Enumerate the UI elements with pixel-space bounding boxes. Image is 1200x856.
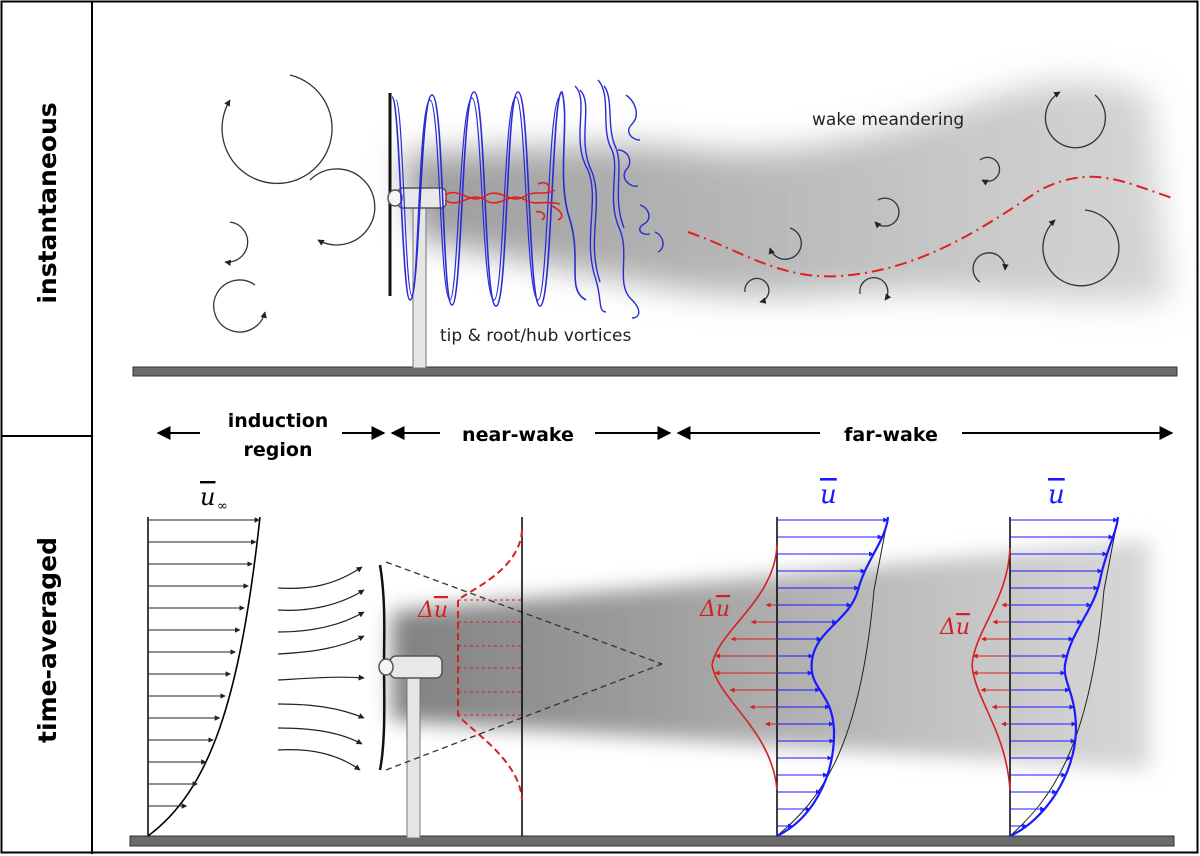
region-induction-line1: induction — [228, 410, 329, 432]
label-delta-u-far-2: Δu — [939, 615, 970, 640]
induction-streamlines — [277, 566, 365, 771]
circular-arrow-icon — [972, 252, 1009, 283]
panel-label-instantaneous: instantaneous — [33, 102, 62, 303]
turbine-instantaneous — [387, 93, 447, 369]
near-wake-profile — [457, 517, 523, 836]
svg-text:Δu: Δu — [417, 598, 448, 623]
region-far-wake: far-wake — [844, 424, 938, 446]
circular-arrow-icon — [221, 74, 333, 185]
circular-arrow-icon — [874, 197, 900, 229]
wake-shading-instantaneous — [400, 81, 1170, 303]
circular-arrow-icon — [979, 156, 1001, 186]
hub-vortex — [444, 181, 563, 221]
tip-vortex-helix-inner — [395, 96, 561, 301]
region-induction-line2: region — [244, 439, 313, 461]
svg-text:Δu: Δu — [699, 597, 730, 622]
label-u-inf-subscript: ∞ — [217, 499, 228, 514]
eddies-downstream — [744, 91, 1120, 304]
label-tip-root-vortices: tip & root/hub vortices — [440, 326, 631, 346]
circular-arrow-icon — [1044, 91, 1107, 149]
label-wake-meandering: wake meandering — [812, 110, 964, 130]
ground-top — [132, 366, 1178, 377]
label-u-bar-2: u — [1048, 480, 1065, 510]
circular-arrow-icon — [1042, 209, 1120, 287]
label-u-inf: u — [200, 483, 215, 511]
label-delta-u-far-1: Δu — [699, 597, 730, 622]
circular-arrow-icon — [213, 279, 267, 333]
panel-label-time-averaged: time-averaged — [33, 537, 62, 743]
eddies-upstream — [213, 74, 376, 333]
circular-arrow-icon — [744, 277, 770, 304]
region-near-wake: near-wake — [462, 424, 574, 446]
wake-centerline — [687, 175, 1173, 278]
inflow-velocity-profile — [147, 516, 261, 837]
label-delta-u-near: Δu — [417, 598, 448, 623]
circular-arrow-icon — [859, 276, 892, 301]
circular-arrow-icon — [309, 168, 376, 246]
near-wake-cone — [385, 561, 663, 771]
turbine-averaged — [378, 564, 443, 839]
ground-bottom — [129, 835, 1175, 847]
circular-arrow-icon — [768, 227, 802, 260]
wake-shading-averaged — [392, 540, 1150, 770]
tip-vortex-helix — [391, 91, 587, 307]
far-wake-profile-2 — [971, 516, 1120, 838]
label-u-bar-1: u — [820, 480, 837, 510]
svg-text:Δu: Δu — [939, 615, 970, 640]
vortex-breakdown — [574, 79, 664, 319]
circular-arrow-icon — [224, 221, 249, 266]
far-wake-profile-1 — [711, 516, 890, 837]
